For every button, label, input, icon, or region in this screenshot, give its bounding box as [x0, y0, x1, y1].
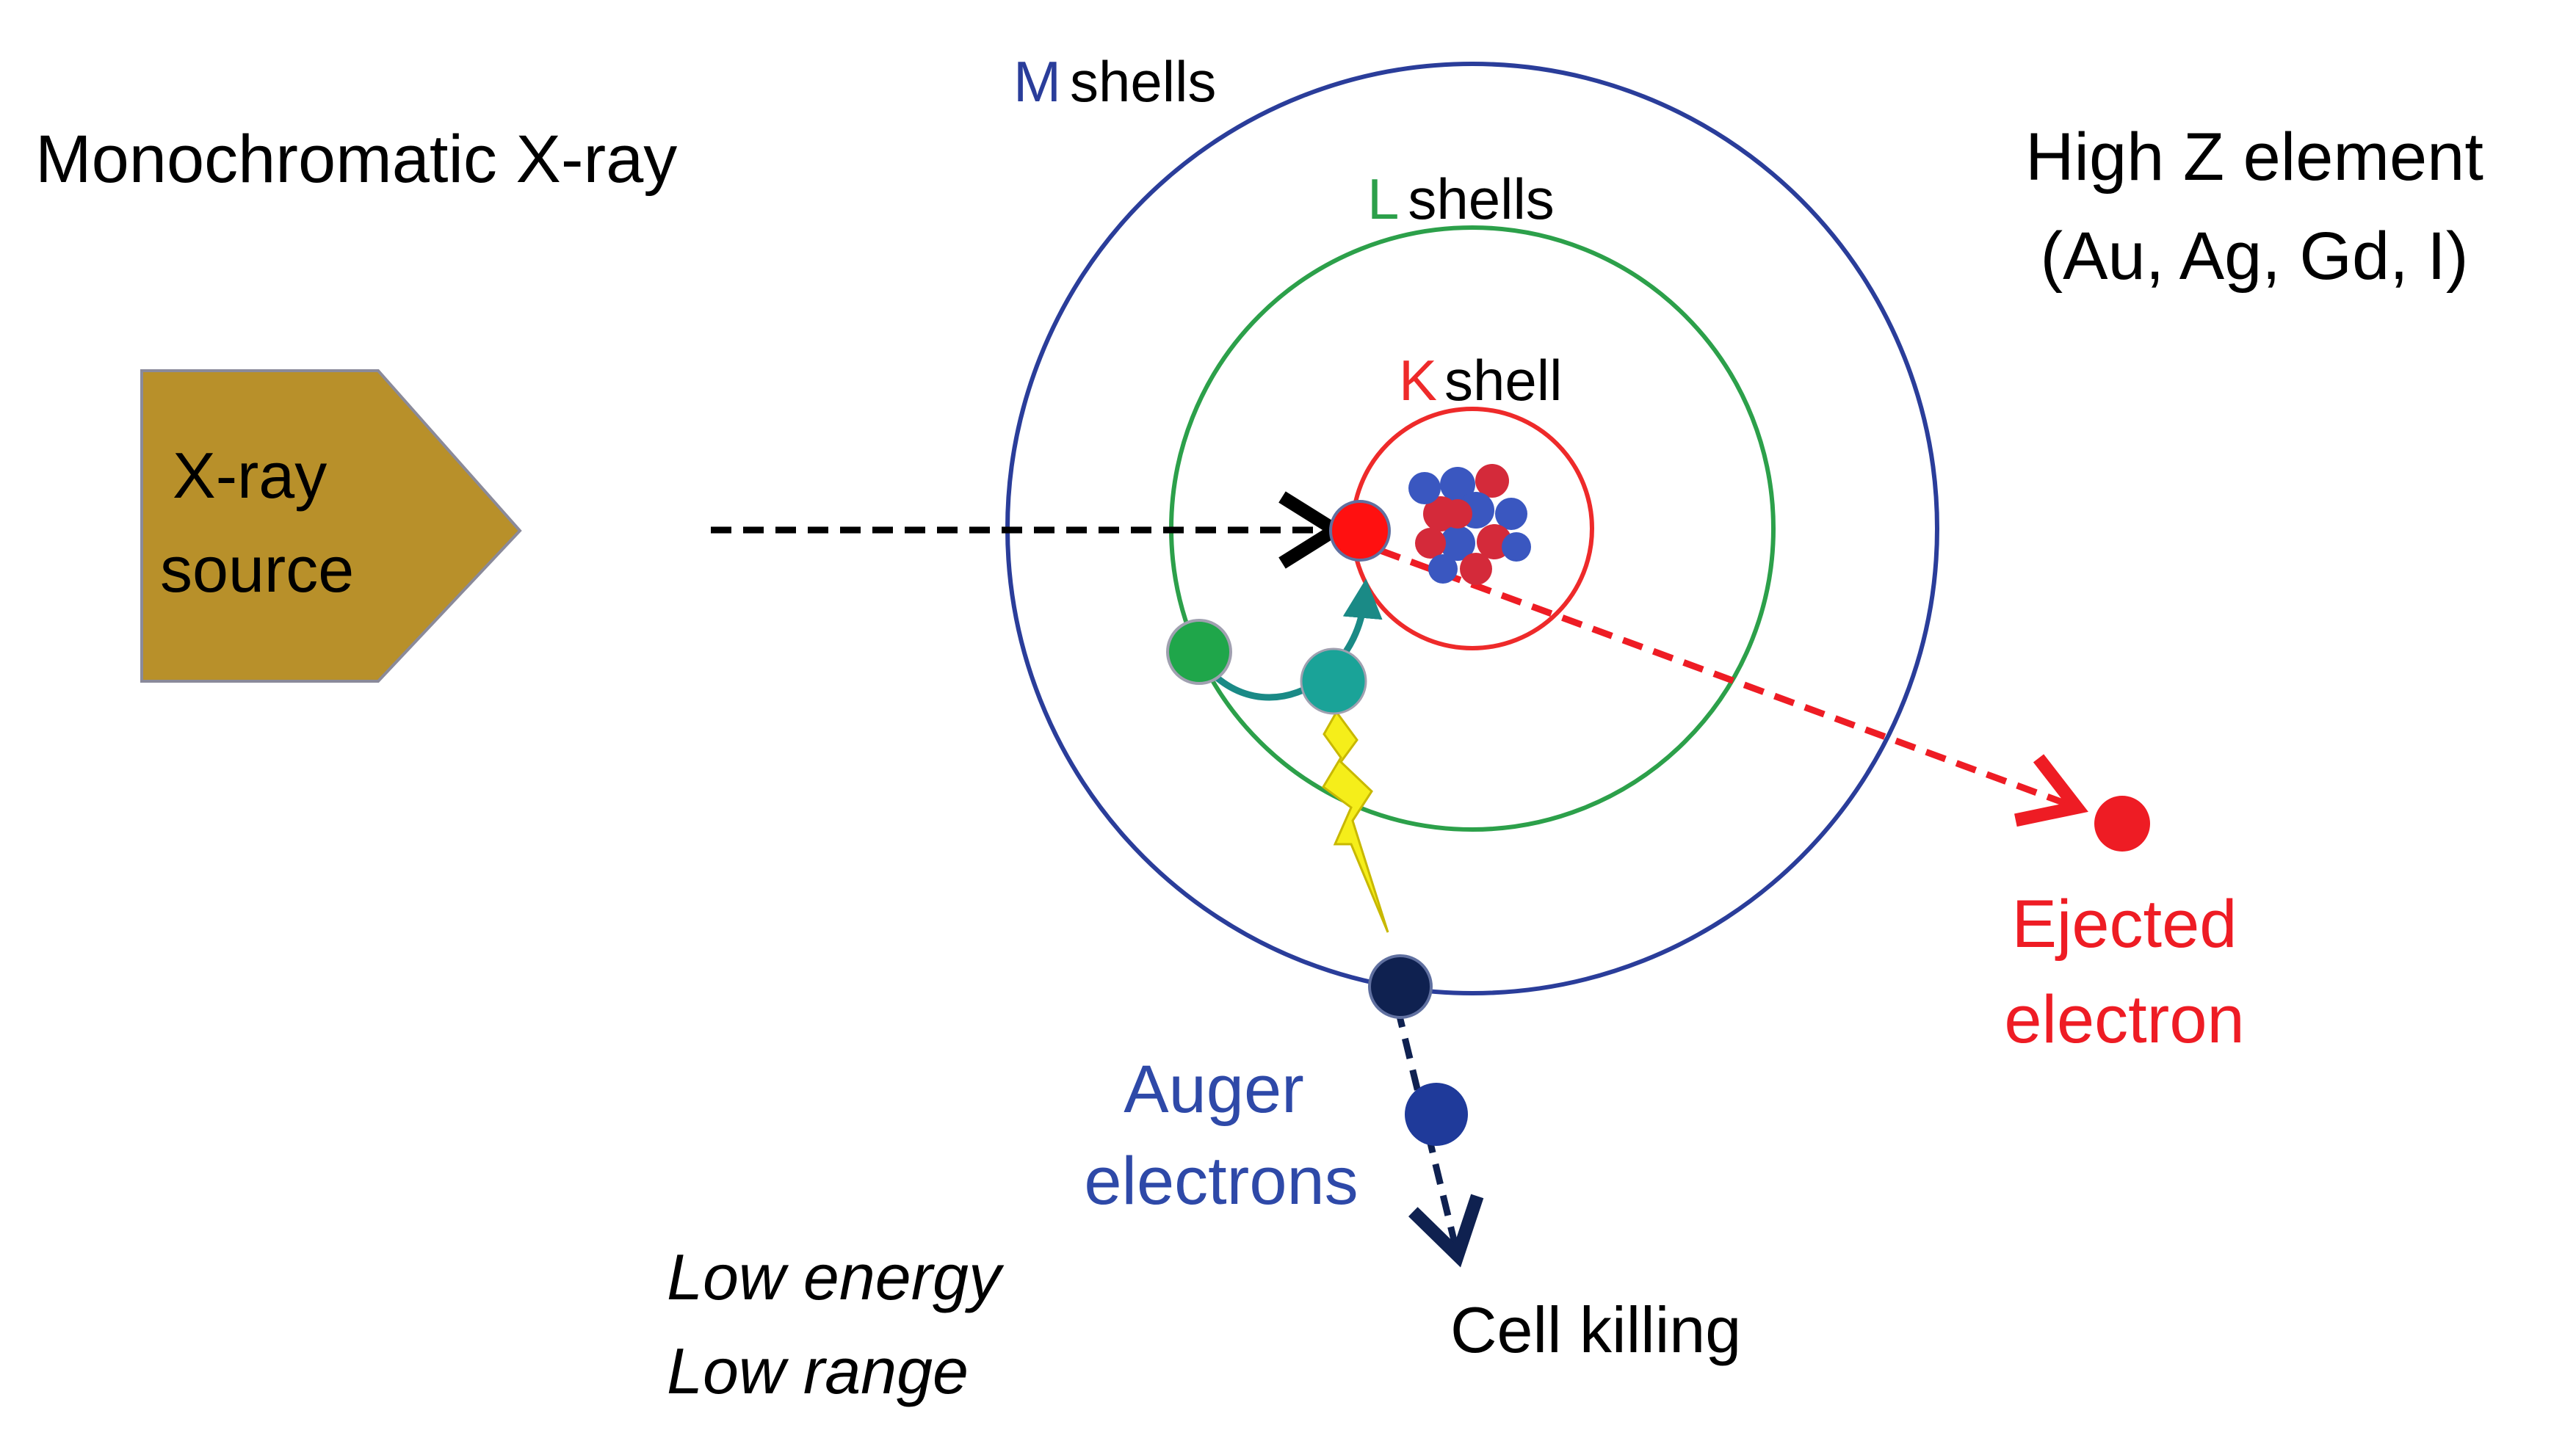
- ejected-electron: [2094, 796, 2150, 852]
- auger-electron: [1405, 1083, 1468, 1146]
- transition-electron: [1300, 647, 1367, 715]
- l-shell-electron: [1166, 619, 1232, 685]
- auger-emission-arrow: [1394, 1006, 1484, 1268]
- low-energy-label: Low energy: [667, 1241, 1005, 1313]
- cell-killing-label: Cell killing: [1450, 1293, 1741, 1366]
- k-shell-electron: [1329, 500, 1391, 562]
- atom-nucleus-icon: [1408, 464, 1531, 585]
- lightning-bolt-icon: [1322, 710, 1389, 933]
- ejected-electron-arrow: [1379, 547, 2088, 827]
- xray-source-shape: [140, 369, 522, 683]
- auger-label-line1: Auger: [1124, 1052, 1304, 1127]
- title-right-line1: High Z element: [2025, 120, 2483, 195]
- title-left: Monochromatic X-ray: [35, 122, 677, 197]
- auger-label-line2: electrons: [1084, 1144, 1358, 1219]
- low-range-label: Low range: [667, 1335, 969, 1407]
- xray-source-label-line1: X-ray: [173, 439, 327, 512]
- xray-source-label-line2: source: [160, 533, 354, 606]
- title-right-line2: (Au, Ag, Gd, I): [2041, 219, 2469, 294]
- m-shell-electron: [1368, 954, 1433, 1019]
- ejected-label-line1: Ejected: [2012, 887, 2237, 962]
- ejected-label-line2: electron: [2004, 982, 2244, 1057]
